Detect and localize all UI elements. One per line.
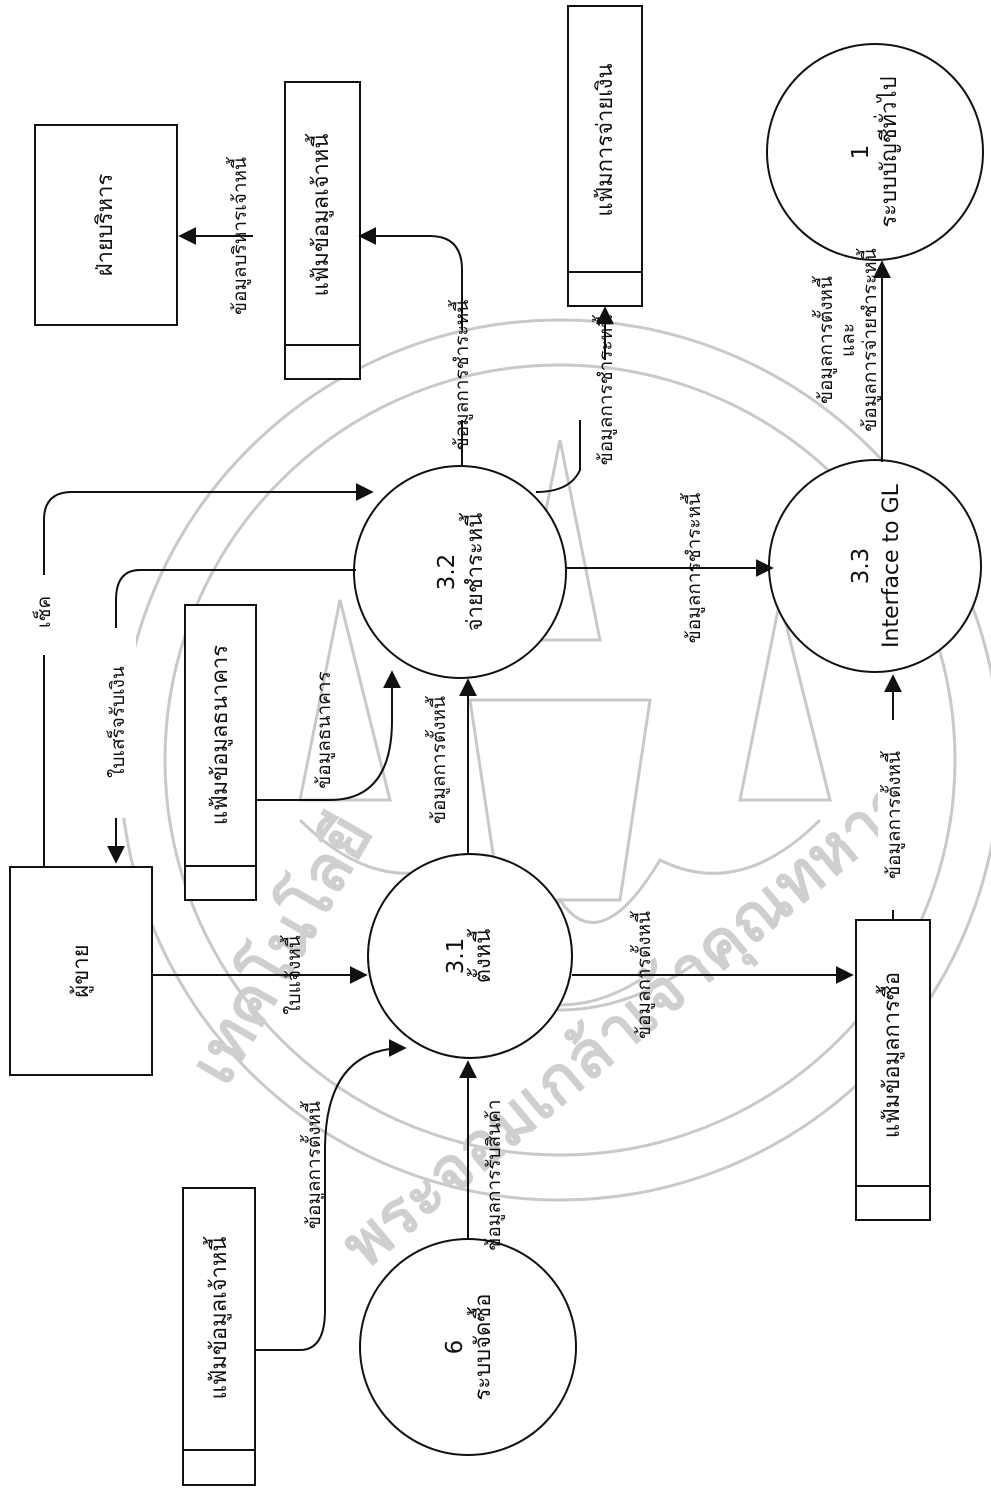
process-6-number: 6: [442, 1340, 468, 1355]
entity-management-label: ฝ่ายบริหาร: [93, 174, 118, 277]
store-bank-label: แฟ้มข้อมูลธนาคาร: [208, 645, 233, 825]
flow-setup-debt-purchase-33-label: ข้อมูลการตั้งหนี้: [880, 751, 905, 879]
process-3-3-number: 3.3: [848, 548, 874, 585]
flow-cheque-label: เช็ค: [31, 596, 55, 628]
flow-payment-32-file: ข้อมูลการชำระหนี้: [535, 306, 617, 493]
flow-setup-debt-creditor-31-label: ข้อมูลการตั้งหนี้: [300, 1101, 325, 1229]
flow-setup-debt-31-32: ข้อมูลการตั้งหนี้: [425, 678, 477, 855]
flow-invoice: ใบแจ้งหนี้: [152, 935, 368, 1015]
process-3-1-number: 3.1: [443, 938, 469, 975]
entity-seller-label: ผู้ขาย: [69, 944, 94, 997]
process-1-name: ระบบบัญชีทั่วไป: [873, 76, 902, 227]
flow-gl-label-line2: และ: [837, 323, 859, 357]
process-3-1-name: ตั้งหนี้: [467, 929, 496, 984]
flow-setup-debt-31-32-label: ข้อมูลการตั้งหนี้: [425, 696, 450, 824]
flow-cheque: เช็ค: [30, 483, 374, 867]
store-creditor-top: แฟ้มข้อมูลเจ้าหนี้: [284, 81, 361, 380]
process-1: 1 ระบบบัญชีทั่วไป: [766, 43, 984, 261]
flow-bank-data: ข้อมูลธนาคาร: [256, 670, 401, 801]
store-purchase: แฟ้มข้อมูลการซื้อ: [855, 919, 931, 1221]
flow-payment-32-creditor-label: ข้อมูลการชำระหนี้: [448, 299, 473, 450]
process-3-1: 3.1 ตั้งหนี้: [367, 853, 573, 1059]
store-creditor-bottom-label: แฟ้มข้อมูลเจ้าหนี้: [203, 1236, 232, 1399]
process-3-3: 3.3 Interface to GL: [768, 459, 982, 673]
process-6-name: ระบบจัดซื้อ: [467, 1294, 496, 1401]
flow-setup-debt-31-purchase-label: ข้อมูลการตั้งหนี้: [630, 911, 655, 1039]
flow-payment-32-file-label: ข้อมูลการชำระหนี้: [592, 314, 617, 465]
flow-payment-32-33-label: ข้อมูลการชำระหนี้: [680, 492, 705, 643]
store-creditor-top-label: แฟ้มข้อมูลเจ้าหนี้: [305, 133, 334, 296]
flow-payment-32-creditor: ข้อมูลการชำระหนี้: [358, 227, 473, 466]
flow-goods-received: ข้อมูลการรับสินค้า: [459, 1060, 505, 1251]
process-3-3-name: Interface to GL: [879, 483, 904, 648]
process-3-2-name: จ่ายชำระหนี้: [459, 512, 488, 631]
process-3-2: 3.2 จ่ายชำระหนี้: [353, 465, 567, 679]
flow-setup-debt-creditor-31: ข้อมูลการตั้งหนี้: [255, 1039, 407, 1351]
flow-gl-label-line3: ข้อมูลการจ่ายชำระหนี้: [856, 248, 881, 432]
flow-gl: ข้อมูลการตั้งหนี้ และ ข้อมูลการจ่ายชำระห…: [812, 248, 891, 462]
flow-creditor-mgmt: ข้อมูลบริหารเจ้าหนี้: [178, 157, 253, 315]
flow-creditor-mgmt-label: ข้อมูลบริหารเจ้าหนี้: [226, 157, 251, 315]
process-1-number: 1: [848, 145, 874, 160]
process-3-2-number: 3.2: [434, 554, 460, 591]
entity-management: ฝ่ายบริหาร: [34, 124, 178, 326]
flow-receipt: ใบเสร็จรับเงิน: [100, 569, 356, 864]
flow-setup-debt-purchase-33: ข้อมูลการตั้งหนี้: [878, 674, 908, 920]
flow-gl-label-line1: ข้อมูลการตั้งหนี้: [812, 276, 837, 404]
store-payment: แฟ้มการจ่ายเงิน: [567, 5, 643, 307]
flow-invoice-label: ใบแจ้งหนี้: [280, 935, 305, 1015]
flow-payment-32-33: ข้อมูลการชำระหนี้: [566, 492, 774, 643]
entity-seller: ผู้ขาย: [9, 866, 153, 1076]
flow-receipt-label: ใบเสร็จรับเงิน: [105, 666, 129, 778]
process-6: 6 ระบบจัดซื้อ: [359, 1238, 577, 1456]
store-purchase-label: แฟ้มข้อมูลการซื้อ: [876, 972, 905, 1138]
store-bank: แฟ้มข้อมูลธนาคาร: [184, 604, 257, 901]
store-creditor-bottom: แฟ้มข้อมูลเจ้าหนี้: [182, 1187, 256, 1486]
store-payment-label: แฟ้มการจ่ายเงิน: [593, 63, 618, 216]
flow-bank-data-label: ข้อมูลธนาคาร: [313, 671, 335, 788]
flow-goods-received-label: ข้อมูลการรับสินค้า: [483, 1099, 505, 1250]
flow-setup-debt-31-purchase: ข้อมูลการตั้งหนี้: [572, 911, 854, 1039]
